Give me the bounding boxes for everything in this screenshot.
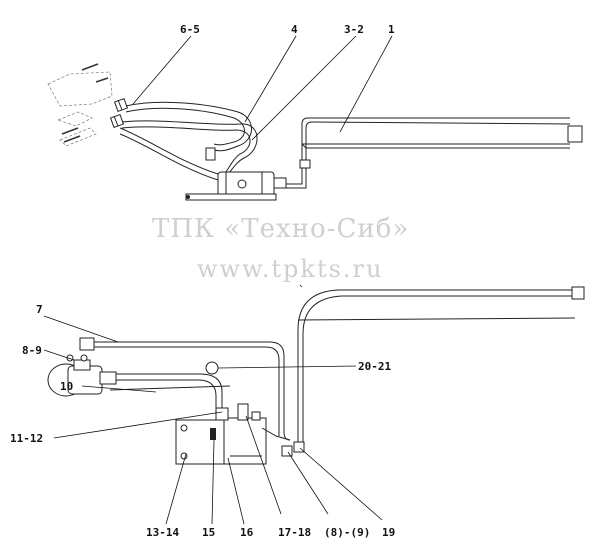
callout-6-5: 6-5 xyxy=(180,23,200,36)
top-assembly xyxy=(47,63,583,201)
callout-17-18: 17-18 xyxy=(278,526,311,539)
mounting-bracket-ghost xyxy=(47,71,113,147)
clamp-icon xyxy=(205,361,219,375)
callout-3-2: 3-2 xyxy=(344,23,364,36)
callout-20-21: 20-21 xyxy=(358,360,391,373)
distribution-valve-icon xyxy=(175,403,267,465)
pipe-end-fitting-icon xyxy=(571,286,585,300)
callout-8-9-paren: (8)-(9) xyxy=(324,526,370,539)
callout-8-9: 8-9 xyxy=(22,344,42,357)
callout-19: 19 xyxy=(382,526,395,539)
watermark-website: www.tpkts.ru xyxy=(197,255,383,283)
callout-16: 16 xyxy=(240,526,254,539)
callout-1: 1 xyxy=(388,23,395,36)
callout-11-12: 11-12 xyxy=(10,432,43,445)
bolt-marks xyxy=(61,63,109,143)
valve-block-icon xyxy=(185,171,287,201)
hose-fitting-icon xyxy=(109,97,129,129)
elbow-fitting-icon xyxy=(205,147,216,161)
callout-13-14: 13-14 xyxy=(146,526,179,539)
watermark-company: ТПК «Техно-Сиб» xyxy=(152,214,409,244)
hose-fitting-icon xyxy=(79,337,95,351)
callout-4: 4 xyxy=(291,23,298,36)
callout-15: 15 xyxy=(202,526,215,539)
pipe-end-fitting-icon xyxy=(567,125,583,143)
pump-icon xyxy=(47,354,117,397)
elbow-fitting-icon xyxy=(281,445,293,457)
callout-10: 10 xyxy=(60,380,73,393)
bottom-assembly xyxy=(47,286,585,465)
callout-7: 7 xyxy=(36,303,43,316)
